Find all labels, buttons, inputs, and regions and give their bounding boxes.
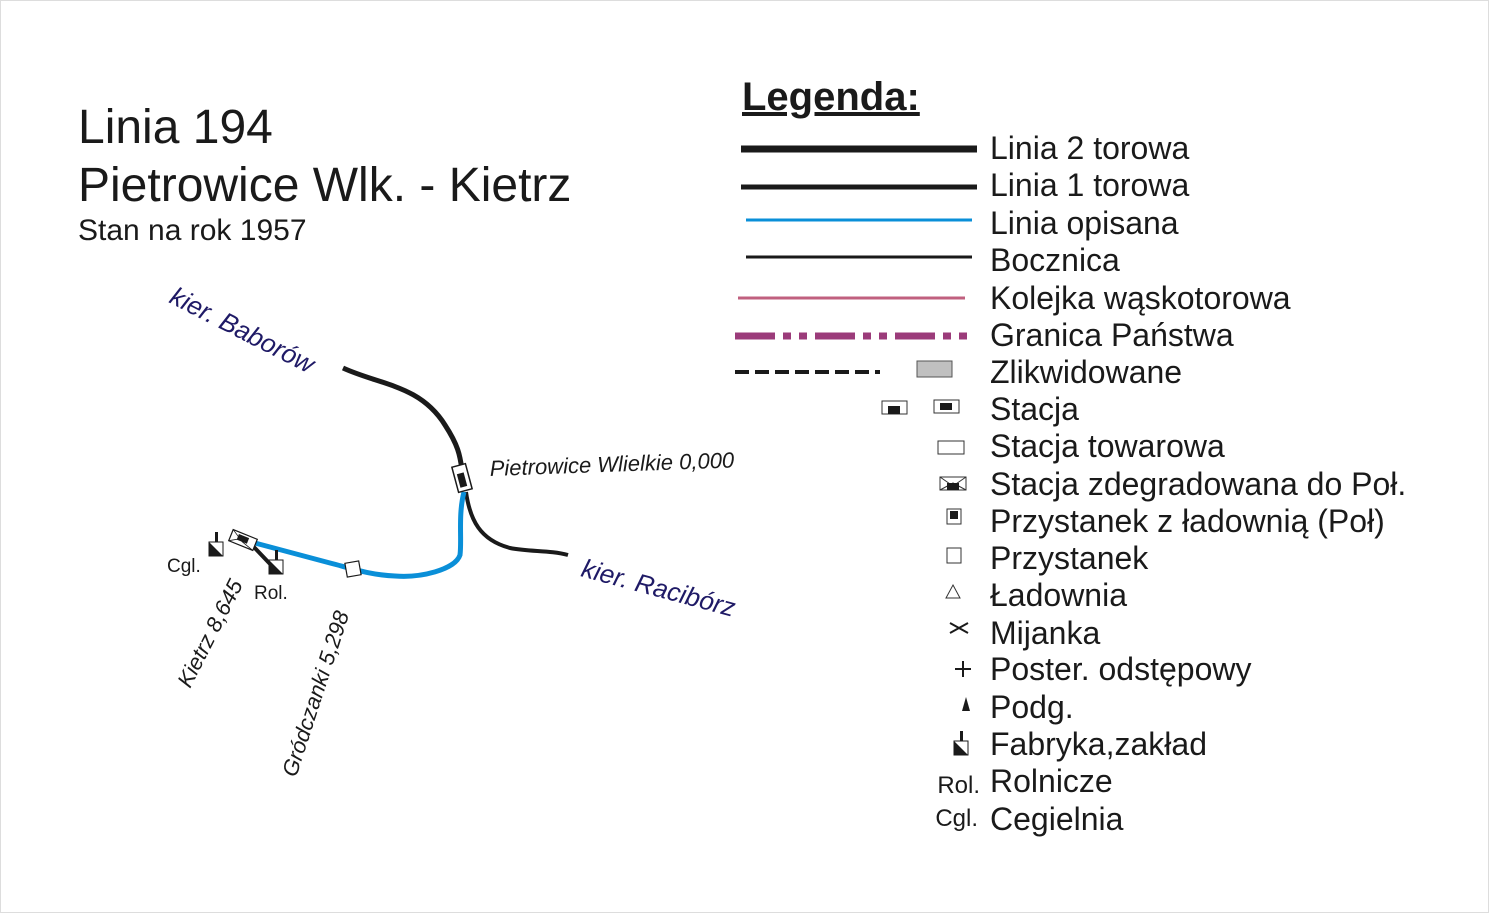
abandoned-area-symbol [916,360,953,378]
factory-rol-icon [268,550,284,575]
siding-point-symbol [962,697,970,711]
legend-label: Rolnicze [990,763,1113,799]
siding-cgl-label: Cgl. [167,556,201,577]
station-symbol [881,399,960,415]
station-pietrowice-symbol[interactable] [450,462,474,494]
legend-label: Stacja towarowa [990,428,1225,464]
legend-symbols: Rol. Cgl. [735,145,980,832]
legend-label: Ładownia [990,577,1127,613]
legend-heading: Legenda: [742,75,920,119]
legend-label: Przystanek z ładownią (Poł) [990,503,1385,539]
loading-point-symbol [945,583,961,599]
legend-label: Granica Państwa [990,317,1234,353]
line-to-raciborz [464,491,569,557]
block-post-symbol [955,661,971,677]
passing-loop-symbol [949,622,969,634]
legend-label: Bocznica [990,242,1120,278]
legend-label: Cegielnia [990,801,1124,837]
legend-labels: Linia 2 torowa Linia 1 torowa Linia opis… [990,130,1406,837]
route-title: Pietrowice Wlk. - Kietrz [78,159,571,212]
legend-label: Kolejka wąskotorowa [990,280,1291,316]
legend-label: Linia opisana [990,205,1179,241]
legend-label: Poster. odstępowy [990,651,1251,687]
factory-symbol [953,731,969,756]
stop-symbol [946,547,962,564]
stop-with-loading-symbol [946,508,962,525]
stop-grodczanki-symbol[interactable] [344,560,362,578]
legend-label: Linia 1 torowa [990,167,1189,203]
legend-label: Zlikwidowane [990,354,1182,390]
legend-label: Stacja zdegradowana do Poł. [990,466,1406,502]
legend-label: Podg. [990,689,1074,725]
factory-cgl-icon [208,532,224,557]
line-to-baborow [341,365,465,471]
station-kietrz-symbol[interactable] [227,528,259,552]
siding-rol-label: Rol. [254,583,288,604]
legend-label: Mijanka [990,615,1100,651]
line-title: Linia 194 [78,101,273,154]
rol-abbr: Rol. [937,772,980,799]
legend-label: Fabryka,zakład [990,726,1207,762]
legend-label: Stacja [990,391,1079,427]
legend-label: Linia 2 torowa [990,130,1189,166]
cgl-abbr: Cgl. [935,805,978,832]
freight-station-symbol [937,440,965,455]
legend-label: Przystanek [990,540,1149,576]
degraded-station-symbol [939,476,967,491]
state-subtitle: Stan na rok 1957 [78,214,307,247]
